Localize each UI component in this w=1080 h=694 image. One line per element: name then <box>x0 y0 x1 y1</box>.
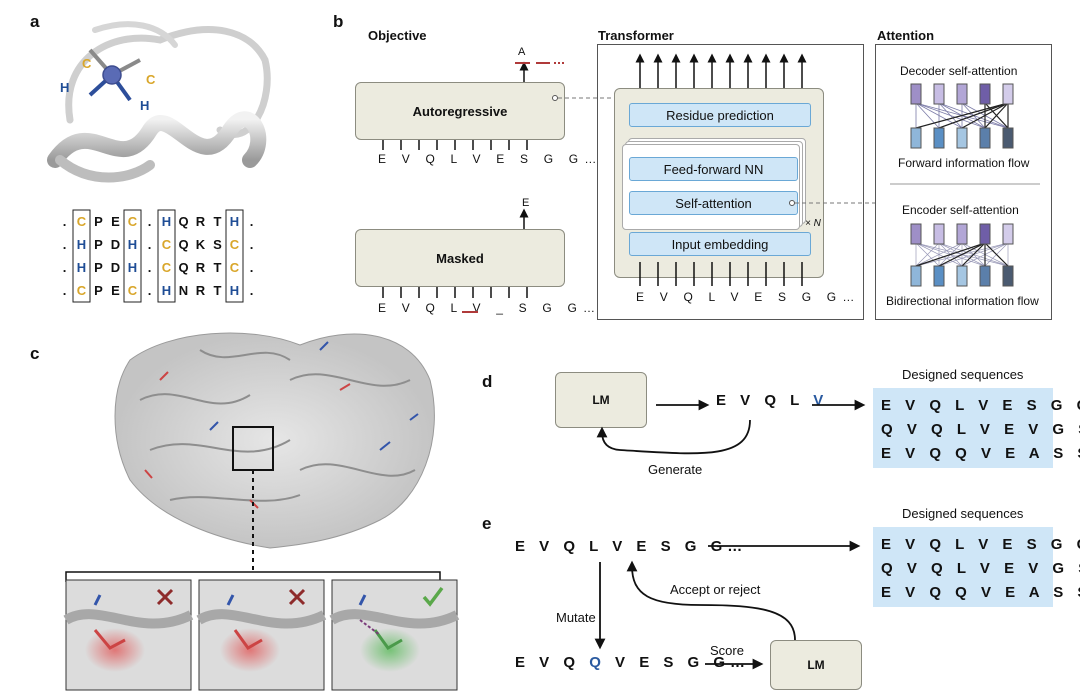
mutant-suffix: V E S G G… <box>605 654 751 671</box>
designed-sequences-d: E V Q L V E S G G… Q V Q L V E V G S… E … <box>873 388 1080 468</box>
objective-title: Objective <box>368 28 427 43</box>
designed-sequence: E V Q Q V E A S S… <box>881 445 1080 462</box>
reject-icon <box>156 588 174 606</box>
cys-label-left: C <box>82 56 92 71</box>
panel-label-e: e <box>482 514 492 533</box>
panel-label-c: c <box>30 344 40 363</box>
residue-prediction-block: Residue prediction <box>629 103 811 127</box>
autoregressive-input-sequence: E V Q L V E S G G… <box>378 152 603 166</box>
designed-sequence: E V Q L V E S G G… <box>881 397 1080 414</box>
accept-reject-label: Accept or reject <box>670 582 761 597</box>
encoder-title: Encoder self-attention <box>902 203 1019 217</box>
cys-label-right: C <box>146 72 156 87</box>
input-embedding-block: Input embedding <box>629 232 811 256</box>
starting-sequence: E V Q L V E S G G… <box>515 538 748 555</box>
attention-frame <box>875 44 1052 320</box>
his-label-right: H <box>140 98 150 113</box>
designed-sequence: Q V Q L V E V G S… <box>881 421 1080 438</box>
score-label: Score <box>710 643 744 658</box>
generate-label: Generate <box>648 462 703 477</box>
panel-label-b: b <box>333 12 344 31</box>
sequence-prefix: E V Q L <box>716 392 814 409</box>
encoder-caption: Bidirectional information flow <box>886 294 1039 308</box>
lm-block-generate: LM <box>555 372 647 428</box>
lm-block-score: LM <box>770 640 862 690</box>
autoregressive-output: A <box>518 46 526 58</box>
designed-sequences-e: E V Q L V E S G G… Q V Q L V E V G S… E … <box>873 527 1080 607</box>
repeat-n-label: × N <box>805 218 821 229</box>
his-label-left: H <box>60 80 70 95</box>
designed-title-e: Designed sequences <box>902 506 1024 521</box>
transformer-input-sequence: E V Q L V E S G G… <box>636 290 861 304</box>
transformer-title: Transformer <box>598 28 674 43</box>
transformer-frame <box>597 44 864 320</box>
mutant-prefix: E V Q <box>515 654 590 671</box>
designed-sequence: E V Q Q V E A S S… <box>881 584 1080 601</box>
decoder-title: Decoder self-attention <box>900 64 1018 78</box>
panel-label-d: d <box>482 372 493 391</box>
reject-icon <box>288 588 306 606</box>
panel-label-a: a <box>30 12 40 31</box>
self-attention-block: Self-attention <box>629 191 798 215</box>
generated-sequence: E V Q L V <box>716 392 828 409</box>
attention-title: Attention <box>877 28 935 43</box>
accept-icon <box>422 586 444 607</box>
mutated-residue: Q <box>589 654 606 671</box>
autoregressive-block: Autoregressive <box>355 82 565 140</box>
designed-sequence: Q V Q L V E V G S… <box>881 560 1080 577</box>
designed-title-d: Designed sequences <box>902 367 1024 382</box>
masked-block: Masked <box>355 229 565 287</box>
mutated-sequence: E V Q Q V E S G G… <box>515 654 750 671</box>
feed-forward-block: Feed-forward NN <box>629 157 798 181</box>
generated-residue: V <box>813 392 829 409</box>
masked-output: E <box>522 197 530 209</box>
masked-input-sequence: E V Q L V _ S G G… <box>378 301 602 315</box>
designed-sequence: E V Q L V E S G G… <box>881 536 1080 553</box>
mutate-label: Mutate <box>556 610 596 625</box>
decoder-caption: Forward information flow <box>898 156 1030 170</box>
